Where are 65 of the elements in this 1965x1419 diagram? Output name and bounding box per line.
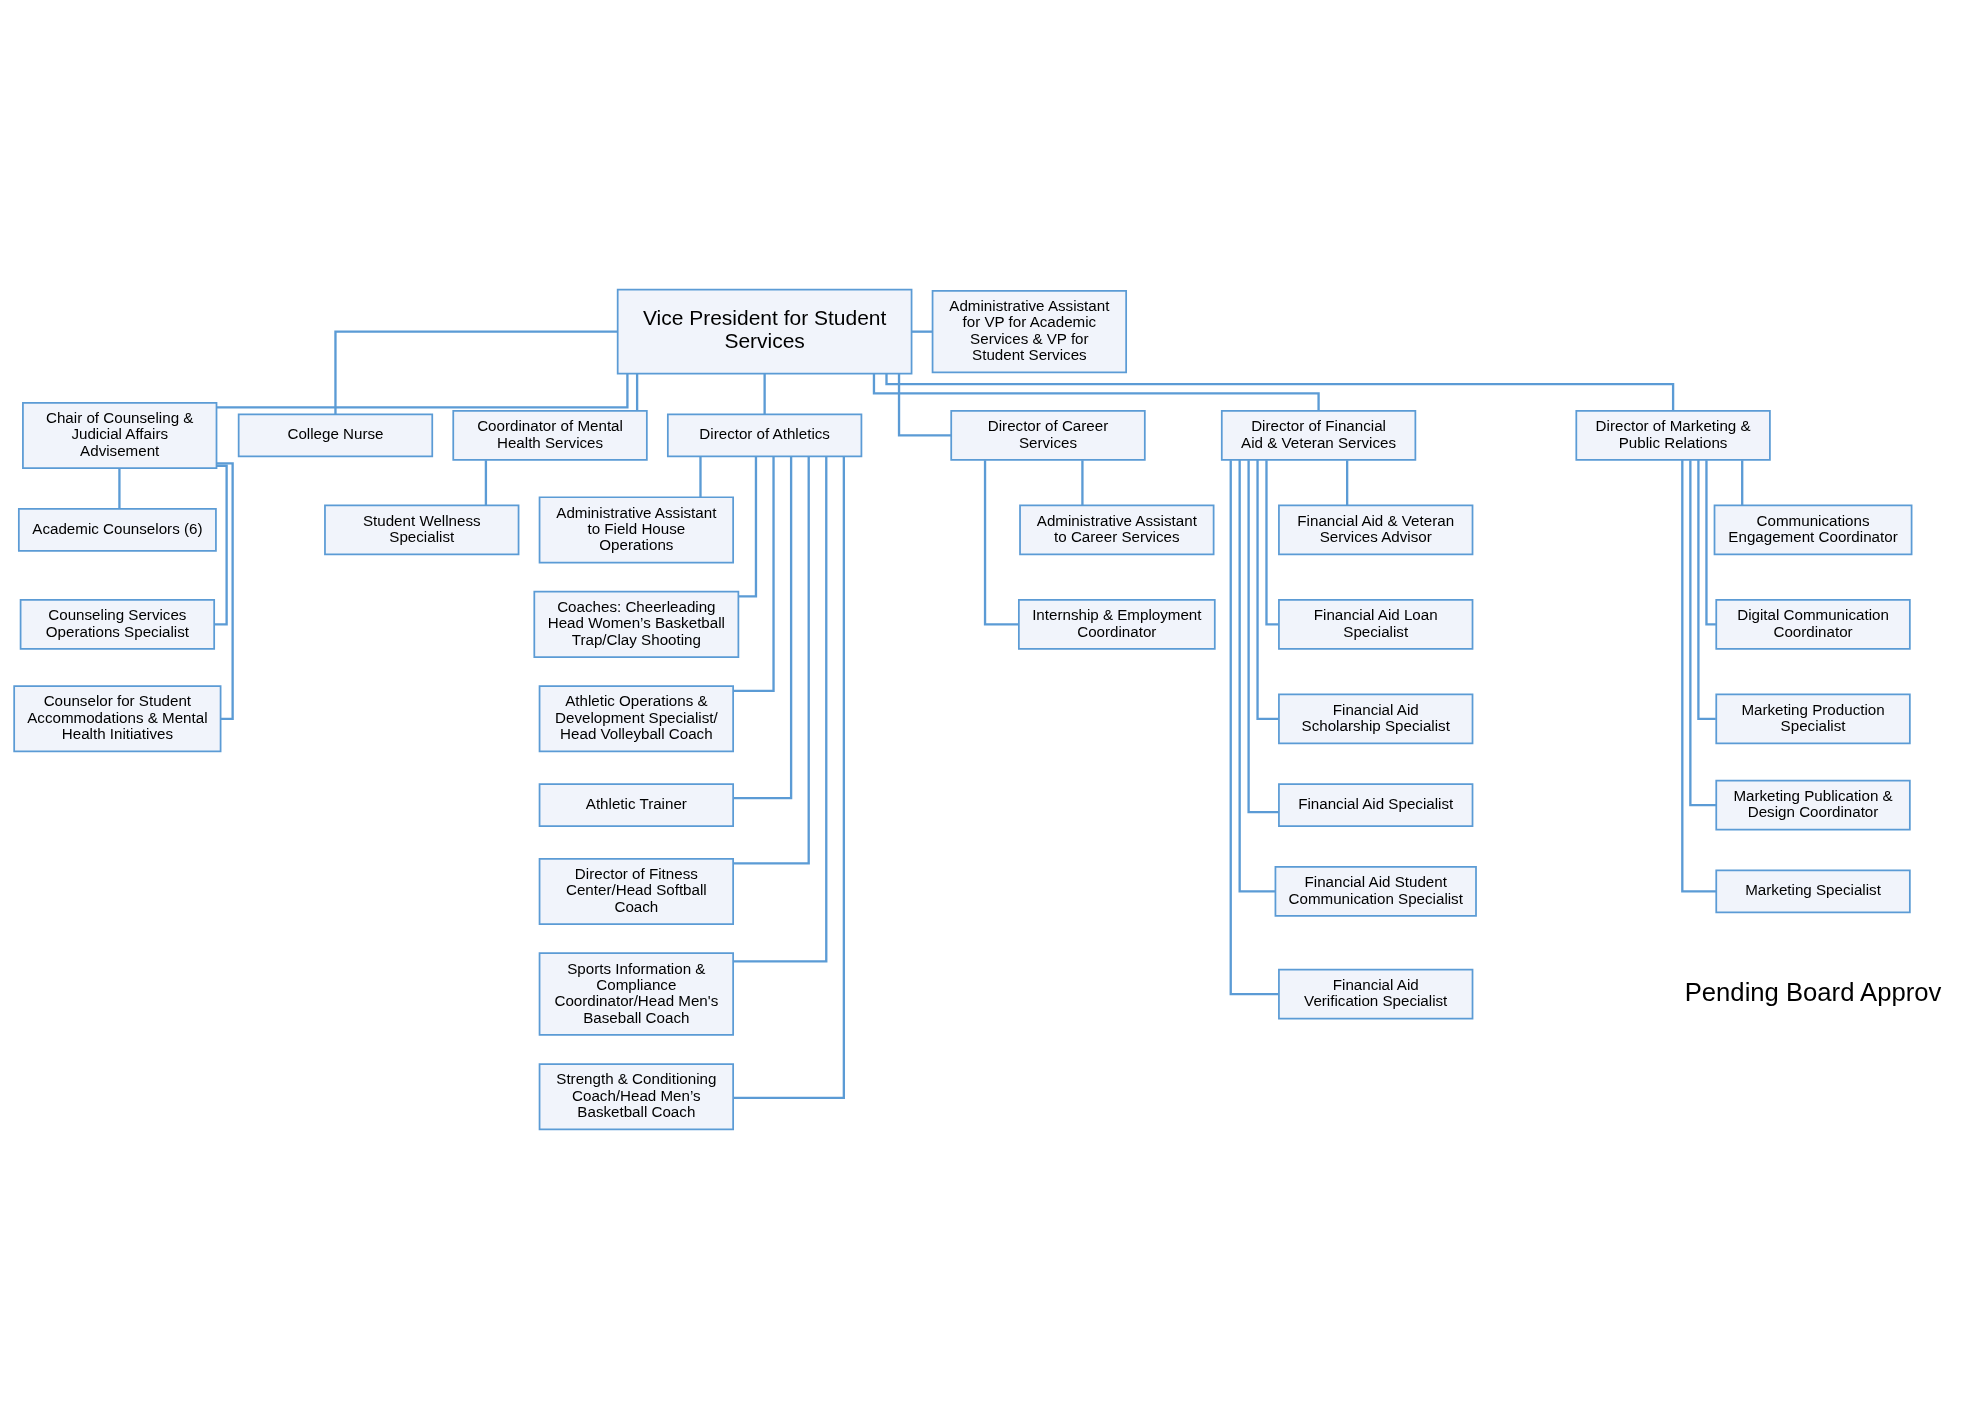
- connector: [983, 460, 1019, 626]
- connector: [1238, 459, 1275, 893]
- node-box: Sports Information & Compliance Coordinator/Head Men's Baseball Coach: [538, 952, 734, 1036]
- connector: [733, 456, 775, 692]
- node-box: Administrative Assistant to Career Services: [1018, 504, 1214, 556]
- node-box: Director of Fitness Center/Head Softball Coach: [538, 857, 734, 925]
- connector: [698, 456, 702, 498]
- node-box: Marketing Specialist: [1714, 869, 1911, 914]
- node-box: Student Wellness Specialist: [323, 504, 519, 556]
- node-box: Director of Career Services: [949, 410, 1146, 461]
- connector: [117, 468, 121, 509]
- connector: [1704, 460, 1716, 626]
- node-box: Counselor for Student Accommodations & Mental Health Initiatives: [12, 685, 221, 753]
- node-box: Digital Communication Coordinator: [1714, 599, 1911, 650]
- node-box: Administrative Assistant for VP for Academic Services & VP for Student Services: [931, 289, 1127, 374]
- node-box: Athletic Trainer: [538, 783, 734, 827]
- connector: [1255, 460, 1279, 720]
- connector: [484, 460, 487, 506]
- connector: [216, 462, 234, 720]
- node-box: Coordinator of Mental Health Services: [451, 410, 648, 461]
- node-box: Coaches: Cheerleading Head Women’s Basketball Trap/Clay Shooting: [532, 590, 739, 658]
- connector: [762, 373, 766, 415]
- node-box: Director of Athletics: [666, 413, 862, 458]
- connector: [1696, 460, 1716, 720]
- node-box: Financial Aid Scholarship Specialist: [1277, 693, 1473, 745]
- node-box: Financial Aid Specialist: [1277, 783, 1473, 827]
- node-box: Director of Financial Aid & Veteran Services: [1220, 410, 1416, 461]
- connector: [732, 456, 845, 1099]
- connector: [1080, 460, 1084, 506]
- node-box: Internship & Employment Coordinator: [1017, 599, 1216, 650]
- connector: [733, 456, 827, 963]
- connector: [897, 373, 951, 437]
- connector: [635, 373, 638, 411]
- connector: [333, 330, 618, 415]
- node-box: Financial Aid Loan Specialist: [1277, 599, 1473, 650]
- connector: [214, 464, 228, 626]
- node-box: Counseling Services Operations Specialist: [19, 599, 215, 650]
- label: Pending Board Approv: [1684, 977, 1941, 1006]
- node-box: Administrative Assistant to Field House Operations: [538, 496, 734, 564]
- node-box: College Nurse: [237, 413, 433, 458]
- node-box: Communications Engagement Coordinator: [1713, 504, 1912, 556]
- node-box: Marketing Production Specialist: [1714, 693, 1911, 745]
- connector: [733, 456, 810, 865]
- node-box: Academic Counselors (6): [17, 508, 217, 552]
- connector: [1345, 460, 1348, 506]
- node-box: Strength & Conditioning Coach/Head Men’s Basketball Coach: [538, 1063, 734, 1131]
- node-box: Financial Aid Student Communication Specialist: [1274, 866, 1477, 917]
- connector: [216, 374, 629, 409]
- node-box: Chair of Counseling & Judicial Affairs Advisement: [21, 401, 217, 469]
- node-box: Director of Marketing & Public Relations: [1574, 410, 1771, 461]
- connector: [738, 456, 757, 598]
- connector: [1229, 460, 1279, 996]
- connector: [1688, 460, 1716, 807]
- connector: [872, 373, 1320, 411]
- connector: [733, 456, 792, 800]
- connector: [911, 330, 932, 333]
- node-box: Athletic Operations & Development Specialist/ Head Volleyball Coach: [538, 685, 734, 753]
- node-box: Financial Aid & Veteran Services Advisor: [1277, 504, 1473, 556]
- connector: [1680, 459, 1716, 893]
- node-box: Vice President for Student Services: [616, 288, 912, 375]
- node-box: Financial Aid Verification Specialist: [1277, 968, 1473, 1020]
- connector: [1740, 460, 1743, 506]
- connector: [1246, 460, 1279, 814]
- connector: [1264, 460, 1279, 626]
- node-box: Marketing Publication & Design Coordinator: [1714, 779, 1911, 831]
